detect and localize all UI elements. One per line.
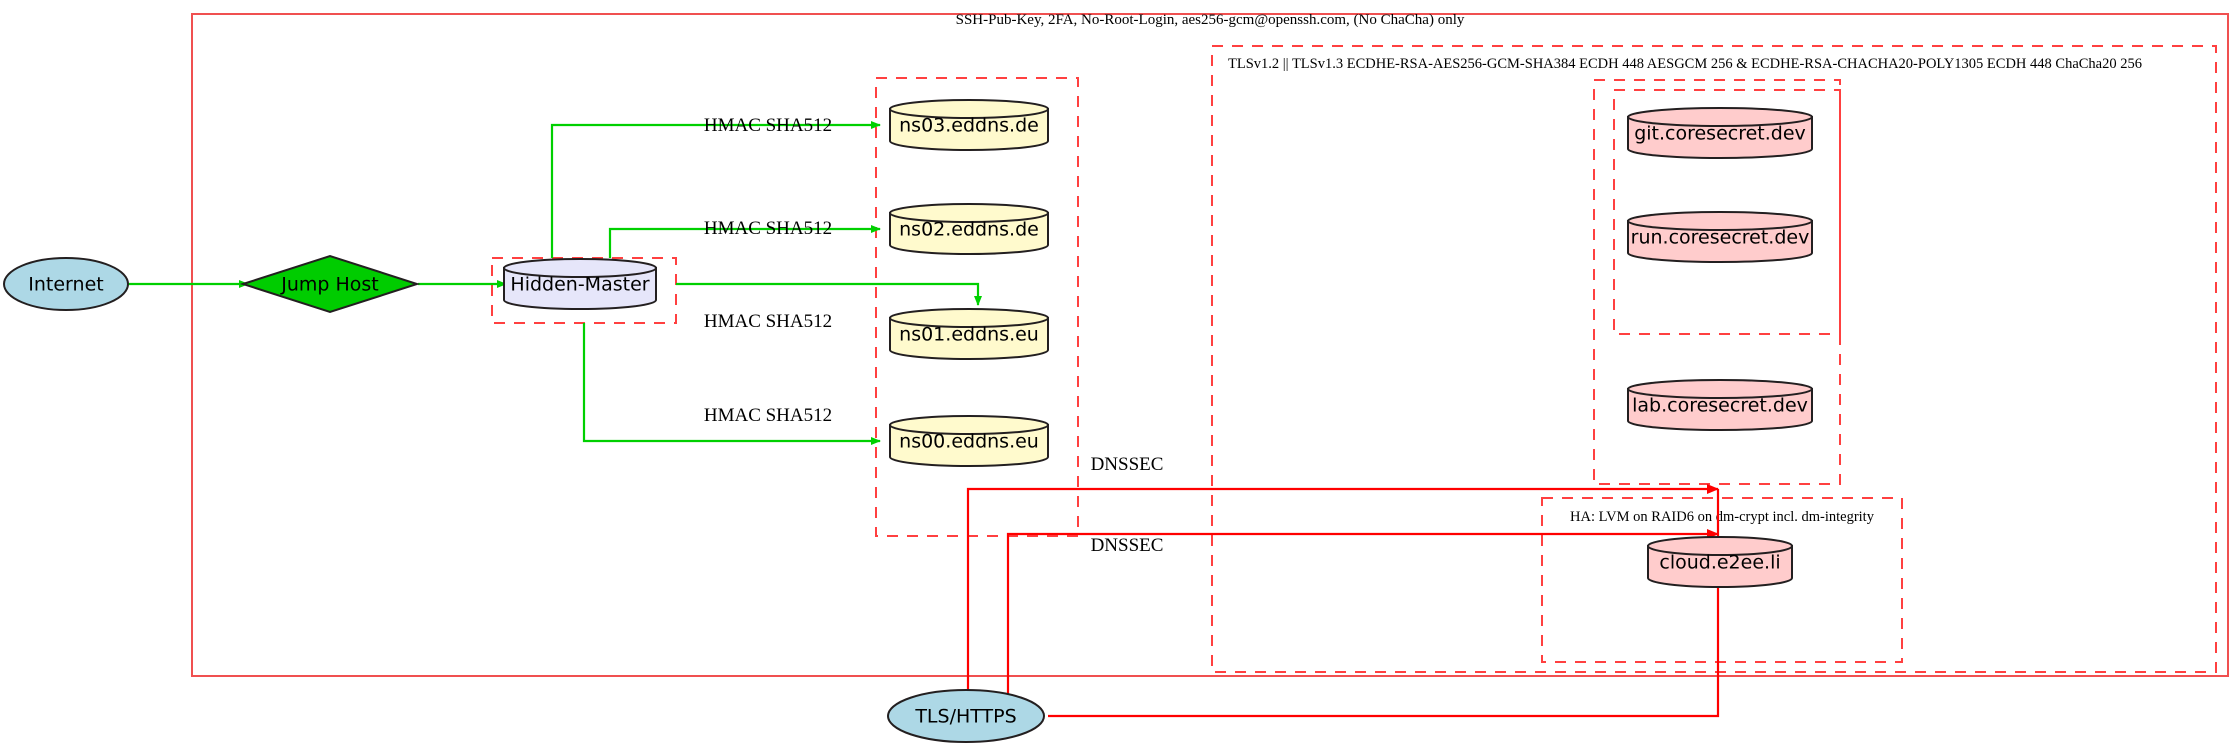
edge-label-dnssec-upper: DNSSEC [1091, 454, 1164, 475]
edge-label-hmac-ns01: HMAC SHA512 [704, 311, 832, 332]
node-tls-https-label: TLS/HTTPS [914, 706, 1016, 728]
node-run-coresecret[interactable]: run.coresecret.dev [1627, 211, 1813, 263]
cluster-coresecret-box [1593, 79, 1841, 485]
cluster-coresecret-inner-box [1613, 89, 1841, 335]
node-cloud-e2ee-label: cloud.e2ee.li [1659, 552, 1780, 574]
node-internet-label: Internet [28, 274, 103, 296]
node-lab-coresecret[interactable]: lab.coresecret.dev [1627, 379, 1813, 431]
node-ns02[interactable]: ns02.eddns.de [889, 203, 1049, 255]
edge-label-dnssec-lower: DNSSEC [1091, 535, 1164, 556]
node-git-coresecret-label: git.coresecret.dev [1634, 123, 1806, 145]
edge-label-hmac-ns03: HMAC SHA512 [704, 115, 832, 136]
node-ns00-label: ns00.eddns.eu [899, 431, 1039, 453]
node-lab-coresecret-label: lab.coresecret.dev [1632, 395, 1808, 417]
cluster-tls-label: TLSv1.2 || TLSv1.3 ECDHE-RSA-AES256-GCM-… [1228, 56, 2142, 72]
node-jump-host-label: Jump Host [280, 274, 379, 296]
node-hidden-master[interactable]: Hidden-Master [503, 258, 657, 310]
cluster-tls-box [1211, 45, 2217, 673]
node-ns02-label: ns02.eddns.de [899, 219, 1039, 241]
edge-dnssec-to-coresecret [966, 484, 1719, 716]
edge-hidden-master-to-ns01 [676, 282, 982, 306]
cluster-ssh-box [191, 13, 2229, 677]
edge-hidden-master-to-ns03 [550, 121, 881, 258]
node-tls-https[interactable]: TLS/HTTPS [887, 689, 1045, 743]
node-ns00[interactable]: ns00.eddns.eu [889, 415, 1049, 467]
node-run-coresecret-label: run.coresecret.dev [1631, 227, 1810, 249]
cluster-ssh-label: SSH-Pub-Key, 2FA, No-Root-Login, aes256-… [956, 12, 1465, 28]
edge-label-hmac-ns00: HMAC SHA512 [704, 405, 832, 426]
node-jump-host[interactable]: Jump Host [239, 254, 421, 314]
cluster-ha-label: HA: LVM on RAID6 on dm-crypt incl. dm-in… [1570, 509, 1875, 525]
node-ns01[interactable]: ns01.eddns.eu [889, 308, 1049, 360]
edge-dnssec-to-ha [1006, 529, 1719, 716]
cluster-ha-box [1541, 497, 1903, 663]
node-ns03-label: ns03.eddns.de [899, 115, 1039, 137]
node-ns03[interactable]: ns03.eddns.de [889, 99, 1049, 151]
node-internet[interactable]: Internet [3, 257, 129, 311]
node-ns01-label: ns01.eddns.eu [899, 324, 1039, 346]
cluster-dns-box [875, 77, 1079, 537]
node-cloud-e2ee[interactable]: cloud.e2ee.li [1647, 536, 1793, 588]
node-git-coresecret[interactable]: git.coresecret.dev [1627, 107, 1813, 159]
edge-hidden-master-to-ns02 [608, 225, 881, 258]
edge-hidden-master-to-ns00 [582, 323, 881, 445]
node-hidden-master-label: Hidden-Master [510, 274, 649, 296]
edge-label-hmac-ns02: HMAC SHA512 [704, 218, 832, 239]
